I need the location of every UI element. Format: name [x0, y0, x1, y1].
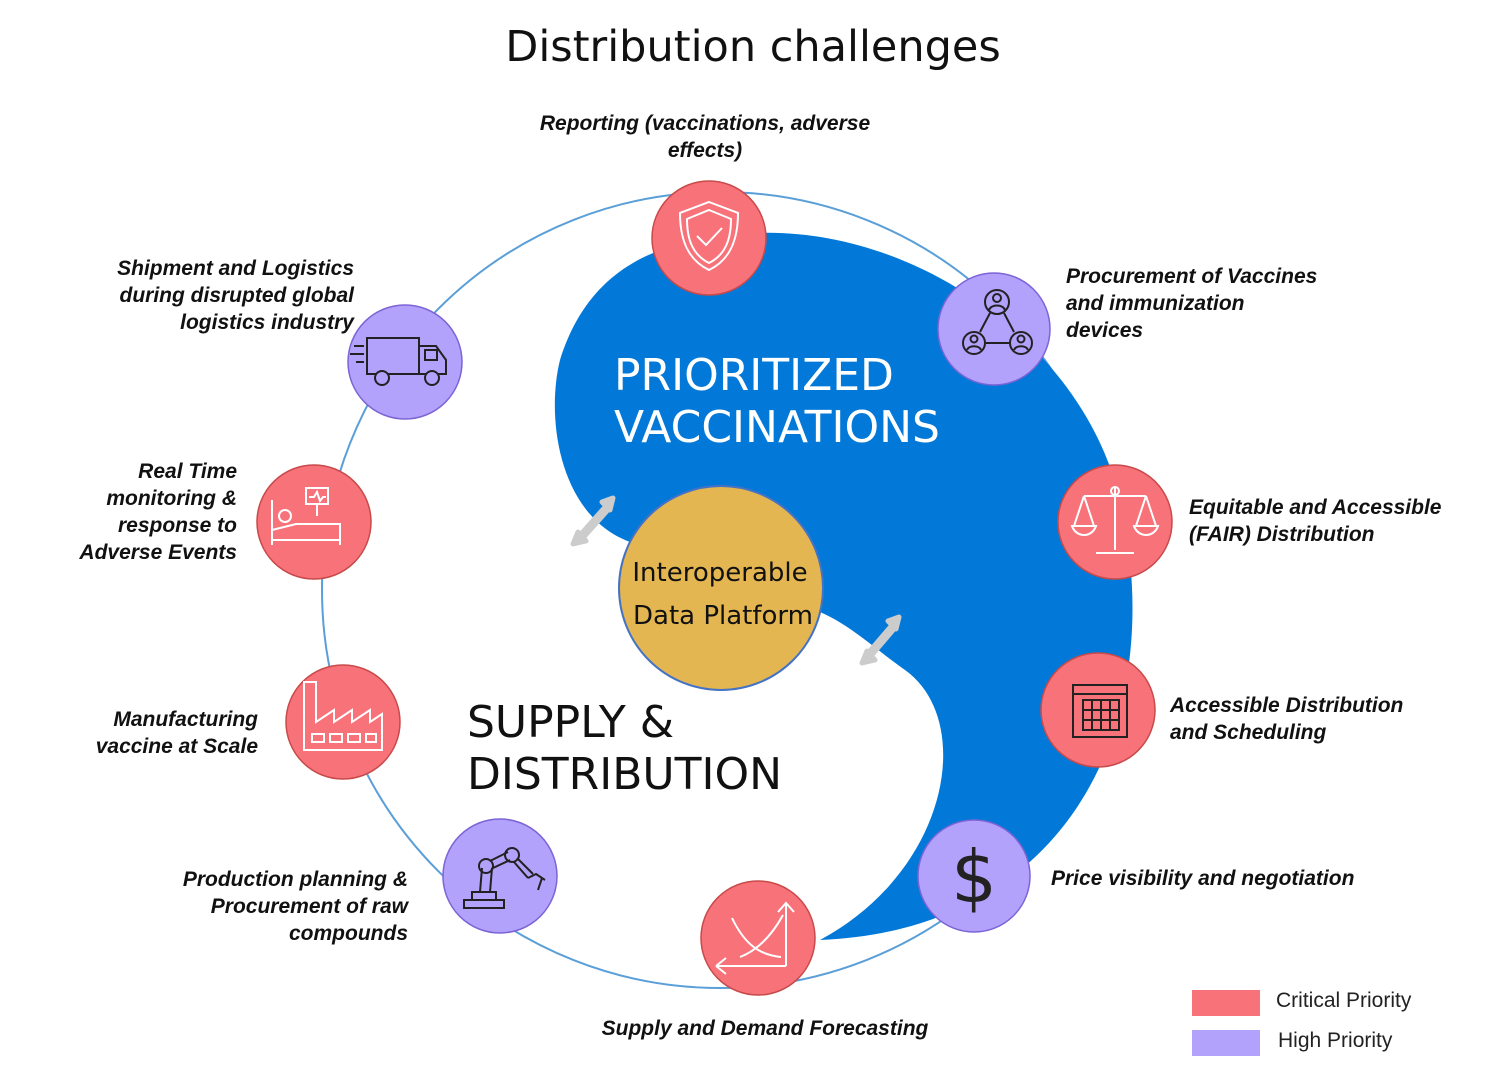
label-manufacturing: Manufacturing vaccine at Scale: [58, 706, 258, 760]
double-arrow-lower: [859, 614, 902, 666]
calendar-icon: [1072, 684, 1128, 738]
label-line: logistics industry: [180, 311, 354, 334]
label-fair-distribution: Equitable and Accessible (FAIR) Distribu…: [1189, 494, 1489, 548]
factory-icon: [303, 681, 383, 751]
double-arrow-upper: [570, 495, 616, 547]
scales-icon: [1070, 486, 1160, 554]
label-line: effects): [667, 139, 743, 162]
node-shipment[interactable]: [347, 304, 463, 420]
label-line: Procurement of Vaccines: [1066, 265, 1318, 288]
label-line: response to: [117, 514, 237, 537]
node-manufacturing[interactable]: [285, 664, 401, 780]
supply-line2: DISTRIBUTION: [467, 749, 783, 800]
label-line: Real Time: [138, 460, 237, 483]
diagram-title: Distribution challenges: [505, 22, 1001, 72]
label-forecasting: Supply and Demand Forecasting: [565, 1015, 965, 1042]
node-procurement-vaccines[interactable]: [937, 272, 1051, 386]
node-price[interactable]: $: [917, 819, 1031, 933]
label-shipment: Shipment and Logistics during disrupted …: [54, 255, 354, 336]
node-monitoring[interactable]: [256, 464, 372, 580]
node-production[interactable]: [442, 818, 558, 934]
label-line: Accessible Distribution: [1170, 694, 1404, 717]
prioritized-region-label: PRIORITIZED VACCINATIONS: [614, 350, 940, 454]
forecast-chart-icon: [715, 901, 795, 975]
label-line: Procurement of raw: [210, 895, 408, 918]
legend-high-label: High Priority: [1278, 1029, 1393, 1052]
label-line: during disrupted global: [119, 284, 355, 307]
center-label-line1: Interoperable: [632, 558, 807, 588]
shield-check-icon: [678, 200, 740, 272]
label-reporting: Reporting (vaccinations, adverse effects…: [505, 110, 905, 164]
label-line: monitoring &: [106, 487, 237, 510]
center-hub: [618, 485, 824, 691]
label-monitoring: Real Time monitoring & response to Adver…: [37, 458, 237, 566]
legend-high-swatch: [1192, 1030, 1260, 1056]
label-line: and Scheduling: [1170, 721, 1327, 744]
label-line: compounds: [289, 922, 408, 945]
label-price: Price visibility and negotiation: [1051, 865, 1431, 892]
label-production: Production planning & Procurement of raw…: [108, 866, 408, 947]
node-scheduling[interactable]: [1040, 652, 1156, 768]
center-label-line2: Data Platform: [633, 601, 813, 631]
prioritized-line1: PRIORITIZED: [614, 350, 894, 401]
user-network-icon: [962, 289, 1033, 355]
node-fair-distribution[interactable]: [1057, 464, 1173, 580]
dollar-icon: $: [951, 835, 997, 919]
label-line: and immunization: [1066, 292, 1245, 315]
label-line: devices: [1066, 319, 1144, 342]
label-line: Shipment and Logistics: [117, 257, 354, 280]
label-line: Production planning &: [182, 868, 408, 891]
label-scheduling: Accessible Distribution and Scheduling: [1170, 692, 1470, 746]
legend-critical-label: Critical Priority: [1276, 989, 1412, 1012]
label-line: Adverse Events: [79, 541, 237, 564]
label-line: Price visibility and negotiation: [1051, 867, 1355, 890]
label-line: Manufacturing: [113, 708, 258, 731]
legend-critical-swatch: [1192, 990, 1260, 1016]
robot-arm-icon: [463, 847, 546, 909]
prioritized-line2: VACCINATIONS: [614, 402, 940, 453]
label-line: Reporting (vaccinations, adverse: [539, 112, 871, 135]
label-line: vaccine at Scale: [95, 735, 258, 758]
hospital-bed-icon: [271, 487, 341, 545]
label-line: Equitable and Accessible: [1189, 496, 1442, 519]
truck-icon: [350, 337, 447, 386]
supply-region-label: SUPPLY & DISTRIBUTION: [467, 697, 782, 801]
node-forecasting[interactable]: [700, 880, 816, 996]
label-line: Supply and Demand Forecasting: [601, 1017, 929, 1040]
label-line: (FAIR) Distribution: [1189, 523, 1375, 546]
node-reporting[interactable]: [651, 180, 767, 296]
prioritized-region-shape: [554, 232, 1133, 941]
supply-line1: SUPPLY &: [467, 697, 675, 748]
label-procurement-vaccines: Procurement of Vaccines and immunization…: [1066, 263, 1366, 344]
